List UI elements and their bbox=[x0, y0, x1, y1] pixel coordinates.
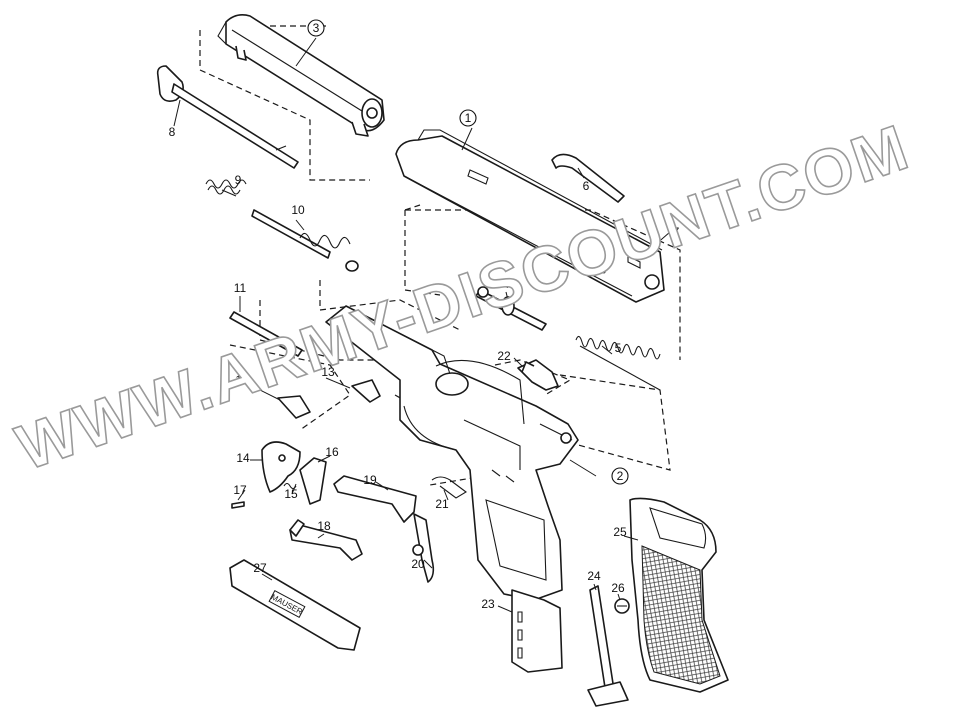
part-label-9: 9 bbox=[235, 173, 242, 187]
part-label-circle-3 bbox=[307, 19, 325, 37]
part-label-26: 26 bbox=[611, 581, 625, 595]
part-9-spring bbox=[205, 179, 247, 195]
part-label-1: 1 bbox=[465, 111, 472, 125]
part-25-grip-panel bbox=[629, 497, 729, 693]
part-label-5: 5 bbox=[615, 341, 622, 355]
part-22-ejector bbox=[517, 359, 559, 391]
part-label-25: 25 bbox=[613, 525, 627, 539]
leader-lines bbox=[173, 37, 671, 613]
part-label-21: 21 bbox=[435, 497, 449, 511]
part-12-catch bbox=[277, 395, 311, 419]
part-label-circle-1 bbox=[459, 109, 477, 127]
part-label-7: 7 bbox=[673, 225, 680, 239]
part-label-6: 6 bbox=[583, 179, 590, 193]
part-label-17: 17 bbox=[233, 483, 247, 497]
part-11-bar bbox=[229, 311, 303, 357]
part-20-lever bbox=[412, 513, 435, 583]
part-label-12: 12 bbox=[235, 373, 249, 387]
part-label-19: 19 bbox=[363, 473, 377, 487]
part-label-13: 13 bbox=[321, 365, 335, 379]
part-6-clip bbox=[551, 153, 625, 203]
part-19-trigger-bar bbox=[333, 475, 417, 523]
part-label-4: 4 bbox=[503, 277, 510, 291]
part-8-guide-rod bbox=[156, 65, 299, 169]
part-10-firing-pin bbox=[251, 209, 359, 272]
part-label-11: 11 bbox=[234, 281, 247, 295]
part-label-circle-2 bbox=[611, 467, 629, 485]
part-label-23: 23 bbox=[481, 597, 495, 611]
part-14-hammer bbox=[261, 441, 301, 493]
part-5-recoil-spring bbox=[575, 335, 661, 391]
part-label-15: 15 bbox=[284, 487, 298, 501]
part-4-pin bbox=[475, 286, 547, 331]
part-number-labels: 1234567891011121314151617181920212223242… bbox=[169, 19, 680, 611]
part-3-barrel bbox=[217, 14, 385, 137]
part-17-pin bbox=[231, 501, 245, 509]
part-13-piece bbox=[351, 379, 381, 403]
part-label-10: 10 bbox=[291, 203, 305, 217]
part-label-20: 20 bbox=[411, 557, 425, 571]
part-label-27: 27 bbox=[253, 561, 267, 575]
part-26-screw bbox=[614, 598, 630, 614]
part-23-magazine bbox=[511, 589, 563, 673]
part-label-18: 18 bbox=[317, 519, 331, 533]
part-label-24: 24 bbox=[587, 569, 601, 583]
part-label-22: 22 bbox=[497, 349, 511, 363]
part-label-2: 2 bbox=[617, 469, 624, 483]
part-27-plate: MAUSER bbox=[229, 559, 361, 651]
part-1-slide bbox=[395, 129, 665, 303]
part-label-14: 14 bbox=[236, 451, 250, 465]
part-21-spring-clip bbox=[431, 476, 467, 499]
part-label-16: 16 bbox=[325, 445, 339, 459]
part-label-3: 3 bbox=[313, 21, 320, 35]
part-2-frame bbox=[325, 305, 579, 601]
part-18-lever bbox=[289, 519, 363, 561]
part-label-8: 8 bbox=[169, 125, 176, 139]
